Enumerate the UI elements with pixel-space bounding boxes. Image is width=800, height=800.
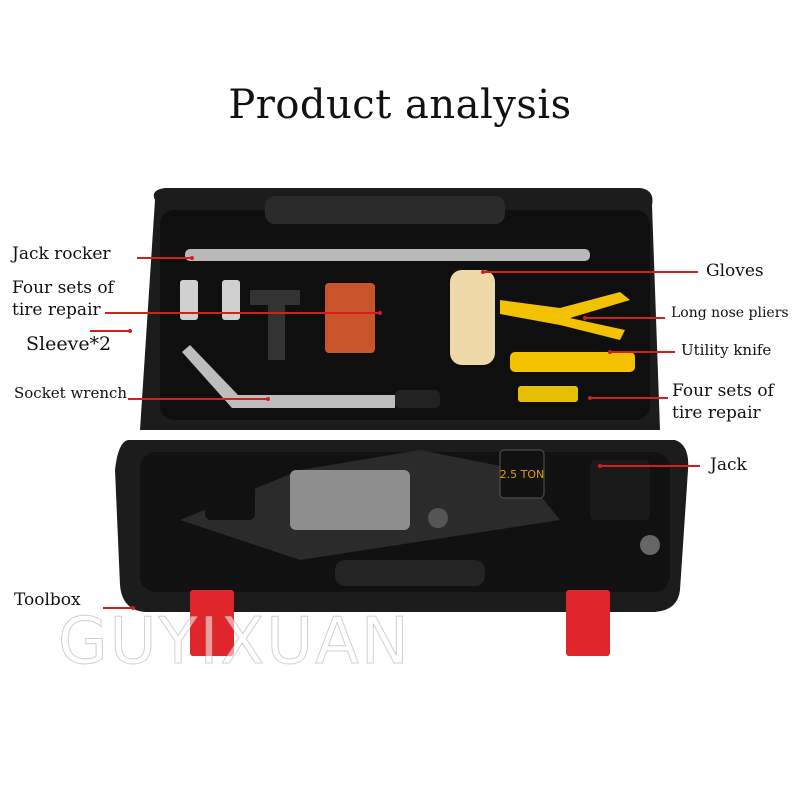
tire-repair-strips <box>325 283 375 353</box>
jack-right-box <box>590 460 650 520</box>
pliers-shape <box>500 292 630 340</box>
label-utility-knife: Utility knife <box>681 341 772 359</box>
jack-label-plate <box>499 449 545 499</box>
leader-jack-rocker <box>137 255 194 259</box>
latch-right <box>566 590 610 656</box>
jack-rocker-bar <box>185 249 590 261</box>
leader-utility-knife <box>608 349 675 353</box>
gloves-shape <box>450 270 495 365</box>
tire-repair-handle <box>250 290 300 360</box>
leader-four-sets-left <box>105 310 382 314</box>
leader-socket-wrench <box>128 396 270 400</box>
label-toolbox: Toolbox <box>14 590 81 610</box>
page-title: Product analysis <box>228 82 572 128</box>
latch-left <box>190 590 234 656</box>
jack-saddle <box>205 480 255 520</box>
sleeve-2 <box>222 280 240 320</box>
leader-long-nose-pliers <box>583 315 665 319</box>
label-four-sets-right-2: tire repair <box>672 403 761 423</box>
jack-wheel-1 <box>428 508 448 528</box>
leader-four-sets-right <box>588 395 668 399</box>
label-socket-wrench: Socket wrench <box>14 384 128 402</box>
repair-glue-tube <box>518 386 578 402</box>
label-long-nose-pliers: Long nose pliers <box>671 305 789 321</box>
sleeve-1 <box>180 280 198 320</box>
leader-jack <box>598 463 700 467</box>
label-jack-rocker: Jack rocker <box>12 244 111 264</box>
utility-knife-shape <box>510 352 635 372</box>
socket-wrench-shape <box>182 345 395 408</box>
socket-wrench-handle <box>395 390 440 408</box>
jack-badge: 2.5 TON <box>500 468 545 481</box>
jack-arm <box>290 470 410 530</box>
label-jack: Jack <box>710 455 747 475</box>
leader-sleeve <box>90 328 132 332</box>
label-sleeve: Sleeve*2 <box>26 333 112 355</box>
label-four-sets-right-1: Four sets of <box>672 381 774 401</box>
watermark: GUYIXUAN <box>58 605 411 680</box>
case-handle-recess <box>265 196 505 224</box>
jack-wheel-2 <box>640 535 660 555</box>
leader-toolbox <box>103 605 135 609</box>
case-front-handle <box>335 560 485 586</box>
label-gloves: Gloves <box>706 261 764 281</box>
label-four-sets-left-2: tire repair <box>12 300 101 320</box>
leader-gloves <box>481 269 698 273</box>
label-four-sets-left-1: Four sets of <box>12 278 114 298</box>
